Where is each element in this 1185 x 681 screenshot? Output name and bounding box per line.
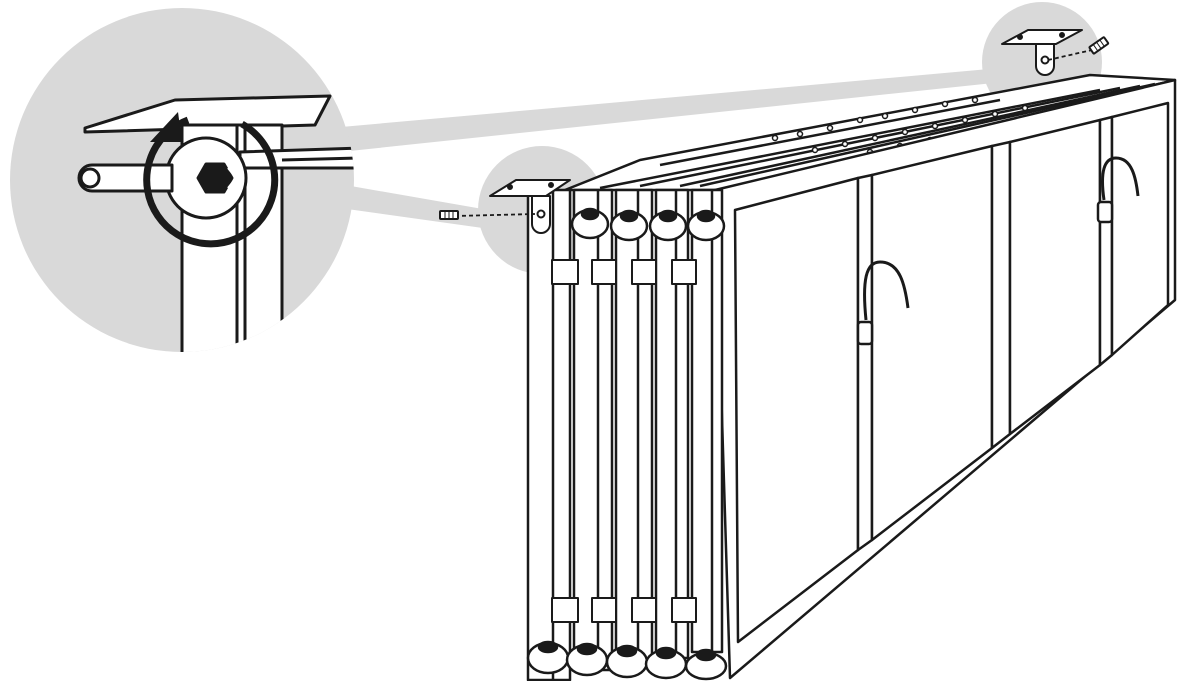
bottom-feet	[526, 640, 728, 681]
magnifier-detail	[77, 94, 354, 352]
strap-right	[1101, 156, 1140, 201]
stacked-panels	[526, 73, 1177, 681]
rotation-arc	[143, 116, 279, 248]
front-panel-mid-post-3	[1098, 115, 1114, 367]
magnified-plate	[83, 94, 332, 134]
front-panel-mid-post-2	[990, 140, 1012, 450]
strap-left	[863, 260, 910, 321]
mounting-bracket-right	[1001, 29, 1110, 76]
front-panel-window-3	[1008, 118, 1102, 436]
front-panel-mid-post-1	[856, 173, 874, 552]
mounting-bracket-left	[439, 179, 571, 234]
strap-buckle-left	[856, 320, 874, 346]
callout-beam	[330, 68, 1003, 152]
screw-right	[1088, 36, 1110, 55]
top-feet	[570, 207, 726, 242]
callout-beam-lower	[340, 185, 500, 230]
front-panel-window-4	[1110, 101, 1170, 357]
wrench-hole	[79, 167, 101, 189]
strap-buckle-right	[1096, 200, 1114, 224]
rotation-arrowhead	[150, 112, 182, 142]
hinges	[551, 259, 697, 623]
front-panel-window-2	[870, 144, 994, 542]
hex-bolt-head	[196, 162, 234, 194]
